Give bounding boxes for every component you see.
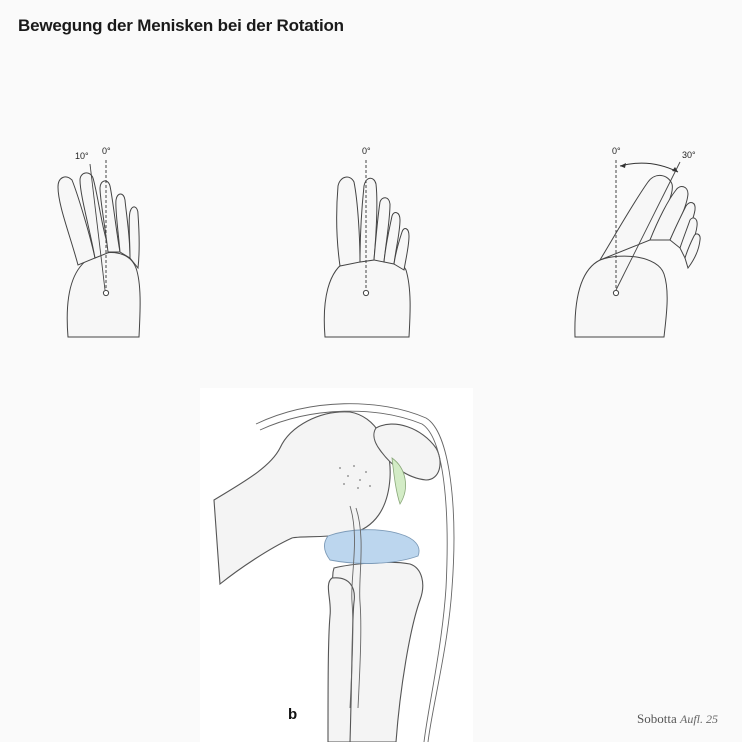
credit-name: Sobotta bbox=[637, 711, 677, 726]
rotation-degree-label: 10° bbox=[75, 151, 89, 161]
meniscus-highlight bbox=[323, 529, 420, 564]
page-title: Bewegung der Menisken bei der Rotation bbox=[18, 16, 344, 35]
cartilage-highlight bbox=[391, 457, 406, 505]
panel-label-b: b bbox=[288, 706, 298, 723]
source-credit: Sobotta Aufl. 25 bbox=[637, 711, 718, 727]
foot-illustration-neutral: 0° bbox=[323, 146, 411, 338]
zero-degree-label: 0° bbox=[102, 146, 111, 156]
foot-illustration-30-degrees: 0° 30° bbox=[574, 146, 701, 338]
credit-edition: Aufl. 25 bbox=[680, 712, 718, 726]
foot-illustration-10-degrees: 0° 10° bbox=[57, 146, 141, 338]
knee-joint-panel bbox=[200, 388, 473, 742]
zero-degree-label: 0° bbox=[612, 146, 621, 156]
rotation-degree-label: 30° bbox=[682, 150, 696, 160]
knee-joint-illustration bbox=[213, 403, 455, 742]
zero-degree-label: 0° bbox=[362, 146, 371, 156]
